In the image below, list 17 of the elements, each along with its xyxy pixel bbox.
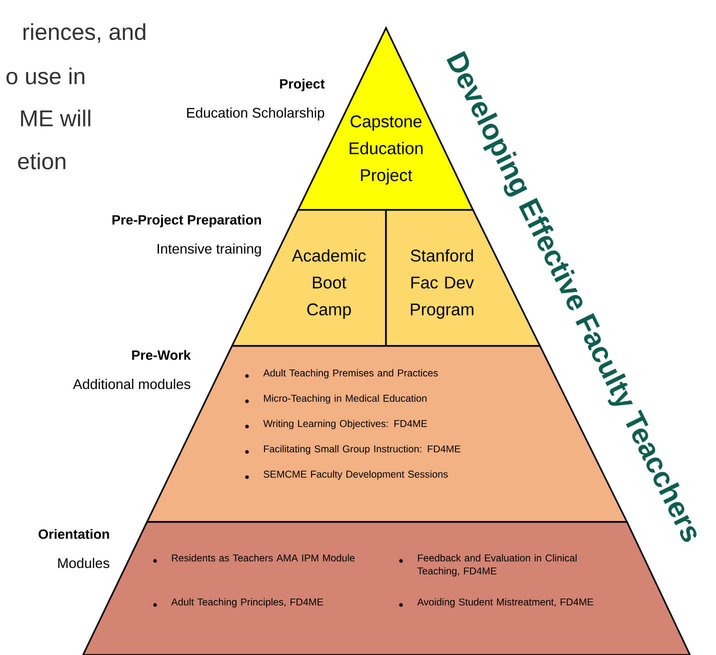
list-item: Adult Teaching Principles, FD4ME: [153, 598, 324, 608]
body-text: riences, and: [24, 23, 146, 43]
list-item: Writing Learning Objectives: FD4ME: [245, 420, 427, 430]
body-text: etion: [18, 152, 66, 170]
list-item: SEMCME Faculty Development Sessions: [245, 470, 448, 480]
body-text: ME will: [21, 110, 90, 126]
tier-heading: Pre-Work: [132, 350, 191, 360]
list-item: Feedback and Evaluation in Clinical Teaching, FD4ME: [399, 554, 577, 576]
body-text: o use in: [6, 68, 84, 84]
tier-subtitle: Additional modules: [72, 378, 190, 390]
tier-heading: Orientation: [38, 529, 109, 539]
list-item: Adult Teaching Premises and Practices: [245, 369, 438, 378]
list-item: Avoiding Student Mistreatment, FD4ME: [399, 598, 594, 608]
list-item: Facilitating Small Group Instruction: FD4ME: [245, 445, 460, 454]
tier-subtitle: Modules: [58, 558, 110, 568]
list-item: Micro-Teaching in Medical Education: [245, 394, 426, 404]
list-item: Residents as Teachers AMA IPM Module: [153, 554, 355, 563]
